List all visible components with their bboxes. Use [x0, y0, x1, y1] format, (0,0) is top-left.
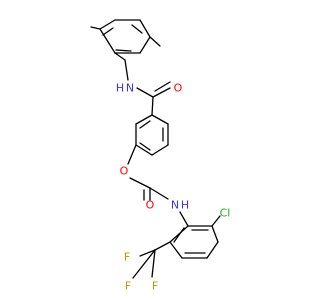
bond-line — [99, 19, 116, 30]
bond-line — [173, 227, 185, 243]
bond-line — [149, 187, 169, 200]
bond-line — [211, 215, 221, 227]
bond-line — [149, 36, 161, 47]
atom-n-amide-bottom: N — [171, 199, 179, 212]
bond-line — [139, 142, 151, 151]
bond-line — [151, 114, 169, 125]
bond-lines — [90, 19, 221, 279]
atom-f-2: F — [125, 280, 131, 293]
atom-cl: Cl — [220, 207, 231, 220]
bond-line — [151, 249, 156, 278]
bond-line — [151, 96, 154, 116]
bond-line — [114, 52, 126, 61]
bond-line — [127, 144, 137, 165]
bond-line — [139, 249, 156, 257]
bond-line — [136, 87, 154, 98]
bond-line — [132, 249, 156, 279]
bond-line — [135, 114, 153, 125]
atom-h-amide-top: H — [116, 82, 124, 95]
bond-line — [99, 28, 116, 54]
bond-line — [131, 24, 143, 34]
atom-f-3: F — [152, 280, 158, 293]
bond-line — [169, 241, 183, 259]
bond-line — [206, 241, 219, 259]
atom-n-amide-top: N — [126, 82, 134, 95]
atom-h-amide-bottom: H — [181, 199, 189, 212]
bond-line — [139, 120, 151, 129]
bond-line — [139, 19, 151, 38]
atom-f-1: F — [124, 251, 130, 264]
bond-line — [135, 144, 153, 156]
bond-line — [211, 225, 219, 243]
bond-line — [124, 59, 129, 81]
bond-line — [151, 144, 169, 156]
bond-line — [102, 27, 114, 36]
bond-line — [115, 49, 132, 52]
atom-o-ether: O — [120, 165, 129, 178]
bond-line — [179, 211, 189, 227]
bond-line — [139, 36, 151, 54]
bond-line — [90, 26, 101, 30]
bond-line — [152, 87, 171, 98]
atom-o-carbonyl-top: O — [174, 82, 183, 95]
bond-line — [154, 241, 171, 251]
molecule-structure-diagram: N H O O O N H Cl F F F — [90, 19, 231, 293]
bond-line — [129, 177, 151, 189]
atom-o-carbonyl-bottom: O — [146, 199, 155, 212]
bond-line — [154, 81, 171, 92]
